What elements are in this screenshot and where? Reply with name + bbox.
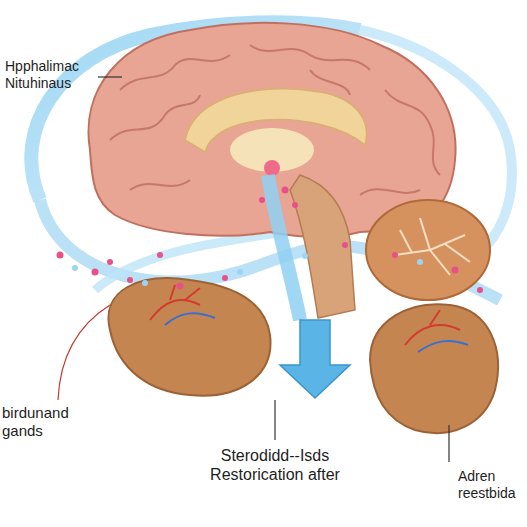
adrenal-gland (370, 304, 498, 433)
flow-dots (72, 253, 423, 286)
leader-lines (58, 77, 449, 462)
callout-label: Sterodidd--Isds Restorication after (190, 446, 360, 484)
callout-label: Adren reestbida (458, 468, 524, 502)
callout-label: Hpphalimac Nituhinaus (5, 58, 115, 92)
callout-label: birdunand gands (2, 404, 97, 440)
adrenal-gland (108, 278, 270, 395)
hormone-dots (57, 187, 484, 294)
cerebellum-tree (395, 218, 470, 275)
pituitary (264, 160, 280, 176)
flow-ribbon (268, 175, 300, 320)
down-arrow (280, 320, 350, 398)
cerebellum (366, 200, 490, 300)
brain-gyri (110, 45, 440, 195)
blood-vessels (150, 285, 468, 352)
